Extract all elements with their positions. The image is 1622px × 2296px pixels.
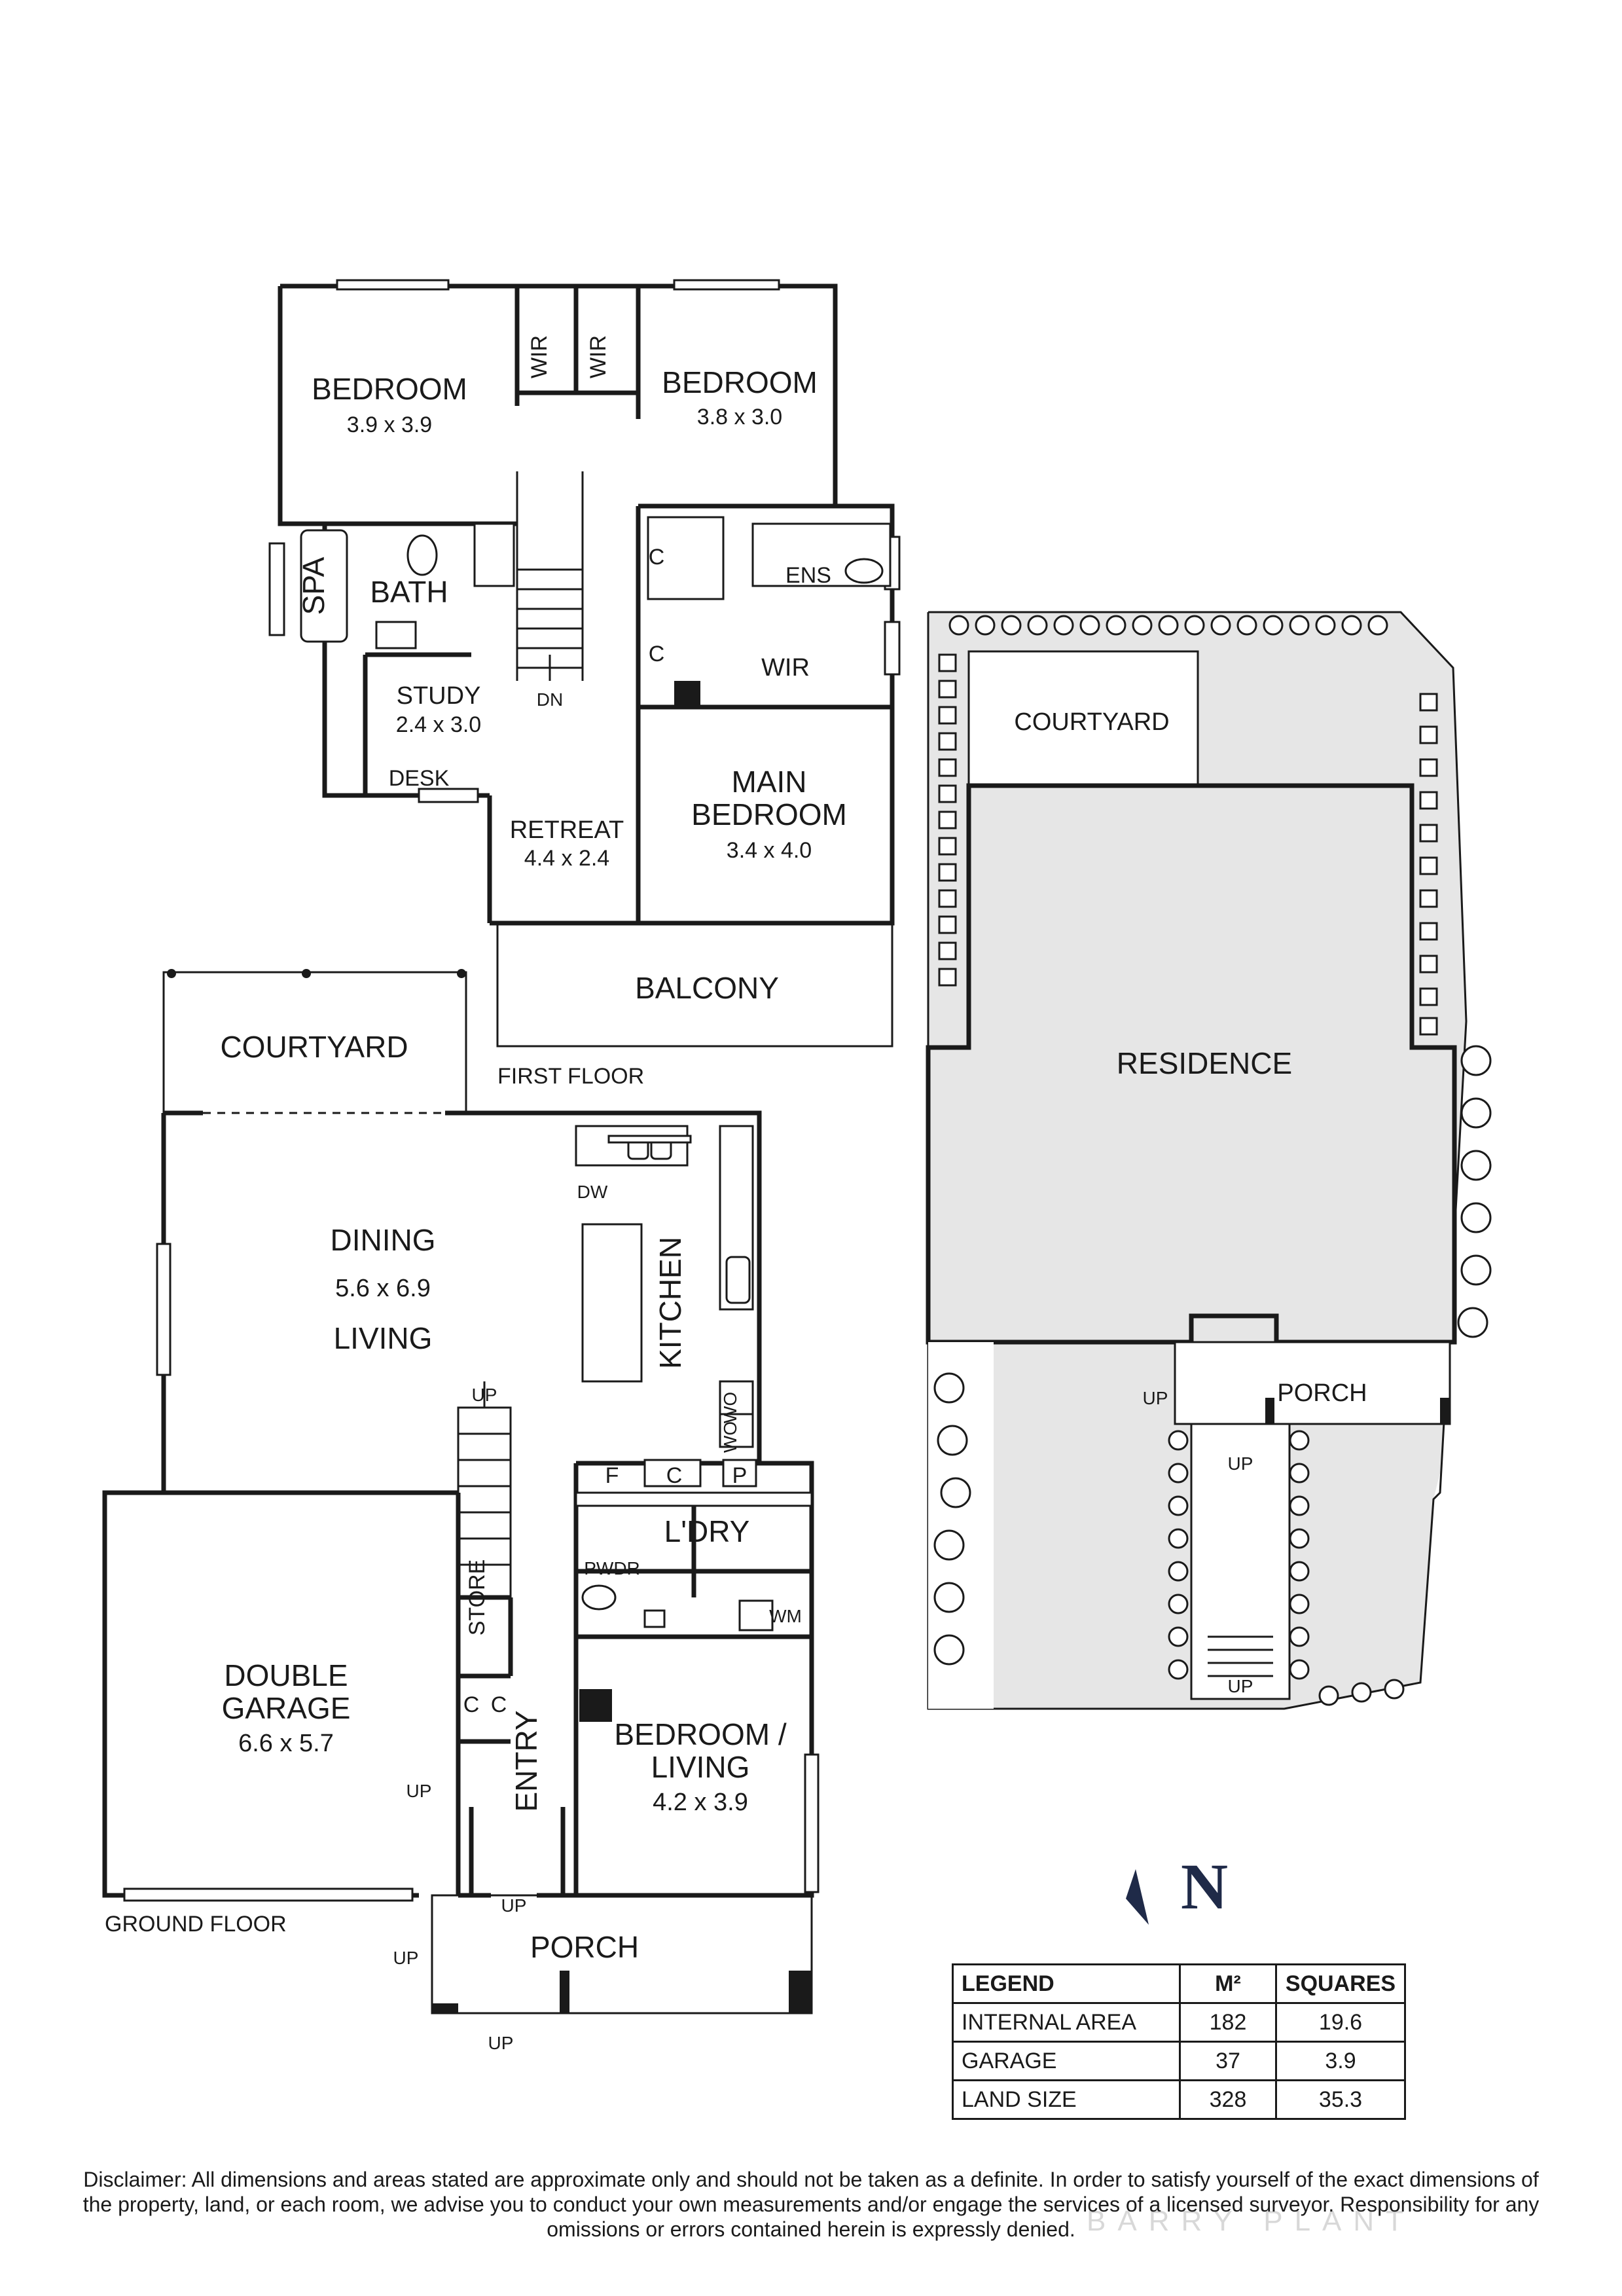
gf-wm: WM (769, 1606, 802, 1626)
ff-balcony: BALCONY (635, 971, 779, 1005)
ff-wir3: WIR (761, 654, 810, 682)
site-courtyard: COURTYARD (1014, 708, 1169, 736)
north-letter: N (1181, 1850, 1228, 1923)
ff-bath: BATH (370, 575, 448, 609)
gf-dw: DW (577, 1182, 608, 1202)
gf-cupboard: C (666, 1463, 683, 1488)
gf-garage-name1: DOUBLE (224, 1658, 348, 1692)
gf-up-garage: UP (406, 1781, 432, 1801)
legend-row-m2: 37 (1179, 2041, 1277, 2081)
gf-garage-name2: GARAGE (222, 1691, 351, 1725)
gf-wo1: WO (720, 1392, 740, 1423)
gf-fridge: F (605, 1463, 619, 1488)
site-hedge-right (1419, 693, 1438, 1036)
gf-up-porch-left: UP (393, 1948, 419, 1968)
ff-retreat-name: RETREAT (510, 816, 624, 844)
gf-bedroom-living-size: 4.2 x 3.9 (653, 1789, 748, 1816)
table-row: GARAGE 37 3.9 (952, 2041, 1406, 2081)
site-up-path-top: UP (1228, 1453, 1253, 1474)
ff-stairs-dn: DN (537, 689, 563, 710)
legend-row-squares: 35.3 (1275, 2079, 1406, 2120)
first-floor-title: FIRST FLOOR (497, 1064, 644, 1089)
gf-dining: DINING (331, 1223, 436, 1257)
ff-bedroom1-size: 3.9 x 3.9 (347, 412, 432, 437)
ff-bedroom2-size: 3.8 x 3.0 (697, 405, 782, 429)
ff-wir1: WIR (527, 335, 552, 378)
legend-table: LEGEND M² SQUARES INTERNAL AREA 182 19.6… (952, 1963, 1406, 2120)
gf-bedroom-living-name2: LIVING (651, 1750, 750, 1784)
gf-powder: PWDR (584, 1558, 640, 1578)
legend-row-squares: 19.6 (1275, 2002, 1406, 2043)
site-hedge-left (938, 653, 957, 987)
gf-kitchen: KITCHEN (653, 1237, 687, 1369)
legend-header-label: LEGEND (952, 1963, 1181, 2004)
legend-row-label: GARAGE (952, 2041, 1181, 2081)
gf-up-entry: UP (501, 1895, 527, 1916)
ff-desk: DESK (389, 766, 450, 791)
legend-row-label: INTERNAL AREA (952, 2002, 1181, 2043)
ff-study-size: 2.4 x 3.0 (396, 712, 481, 737)
legend-header-squares: SQUARES (1275, 1963, 1406, 2004)
first-floor-stairs (517, 568, 583, 681)
disclaimer-text: Disclaimer: All dimensions and areas sta… (82, 2168, 1540, 2241)
legend-row-squares: 3.9 (1275, 2041, 1406, 2081)
gf-c2: C (491, 1692, 507, 1717)
site-up-porch: UP (1143, 1388, 1168, 1408)
gf-entry: ENTRY (509, 1710, 543, 1812)
ff-c1: C (649, 545, 665, 570)
ff-bedroom1-name: BEDROOM (312, 372, 467, 406)
table-row: INTERNAL AREA 182 19.6 (952, 2002, 1406, 2043)
ground-floor-stairs (457, 1381, 512, 1599)
gf-c1: C (463, 1692, 480, 1717)
site-porch: PORCH (1277, 1379, 1367, 1407)
gf-garage-size: 6.6 x 5.7 (238, 1730, 334, 1757)
gf-store: STORE (465, 1559, 490, 1636)
site-plan (926, 611, 1492, 1710)
ff-spa: SPA (297, 556, 331, 615)
gf-porch: PORCH (530, 1930, 639, 1964)
ff-ens: ENS (785, 563, 831, 588)
gf-living: LIVING (334, 1321, 433, 1355)
site-residence: RESIDENCE (1117, 1046, 1292, 1080)
legend-row-m2: 182 (1179, 2002, 1277, 2043)
ff-wir2: WIR (586, 335, 611, 378)
first-floor-plan (268, 279, 901, 1048)
ground-floor-plan (102, 969, 820, 2014)
gf-bedroom-living-name1: BEDROOM / (614, 1717, 786, 1751)
ff-bedroom2-name: BEDROOM (662, 365, 818, 399)
ff-main-bedroom-name2: BEDROOM (691, 797, 847, 831)
gf-laundry: L'DRY (664, 1514, 750, 1548)
ground-floor-title: GROUND FLOOR (105, 1912, 287, 1937)
gf-pantry: P (732, 1463, 748, 1488)
legend-header-row: LEGEND M² SQUARES (952, 1963, 1406, 2004)
ff-study-name: STUDY (397, 682, 481, 710)
ff-c2: C (649, 642, 665, 666)
gf-up-stairs: UP (472, 1385, 497, 1405)
gf-courtyard: COURTYARD (220, 1030, 408, 1064)
ff-main-bedroom-size: 3.4 x 4.0 (727, 838, 812, 863)
gf-up-porch-bottom: UP (488, 2033, 514, 2053)
legend-header-m2: M² (1179, 1963, 1277, 2004)
legend-row-label: LAND SIZE (952, 2079, 1181, 2120)
site-up-path-bottom: UP (1228, 1676, 1253, 1696)
ff-retreat-size: 4.4 x 2.4 (524, 846, 609, 871)
gf-wo2: WO (720, 1421, 740, 1453)
gf-dining-size: 5.6 x 6.9 (335, 1275, 431, 1302)
site-shrubs (933, 615, 1492, 1706)
ff-main-bedroom-name1: MAIN (732, 765, 807, 799)
north-arrow-icon: N (1126, 1850, 1228, 1925)
legend-row-m2: 328 (1179, 2079, 1277, 2120)
watermark: BARRY PLANT (1087, 2205, 1416, 2237)
table-row: LAND SIZE 328 35.3 (952, 2079, 1406, 2120)
